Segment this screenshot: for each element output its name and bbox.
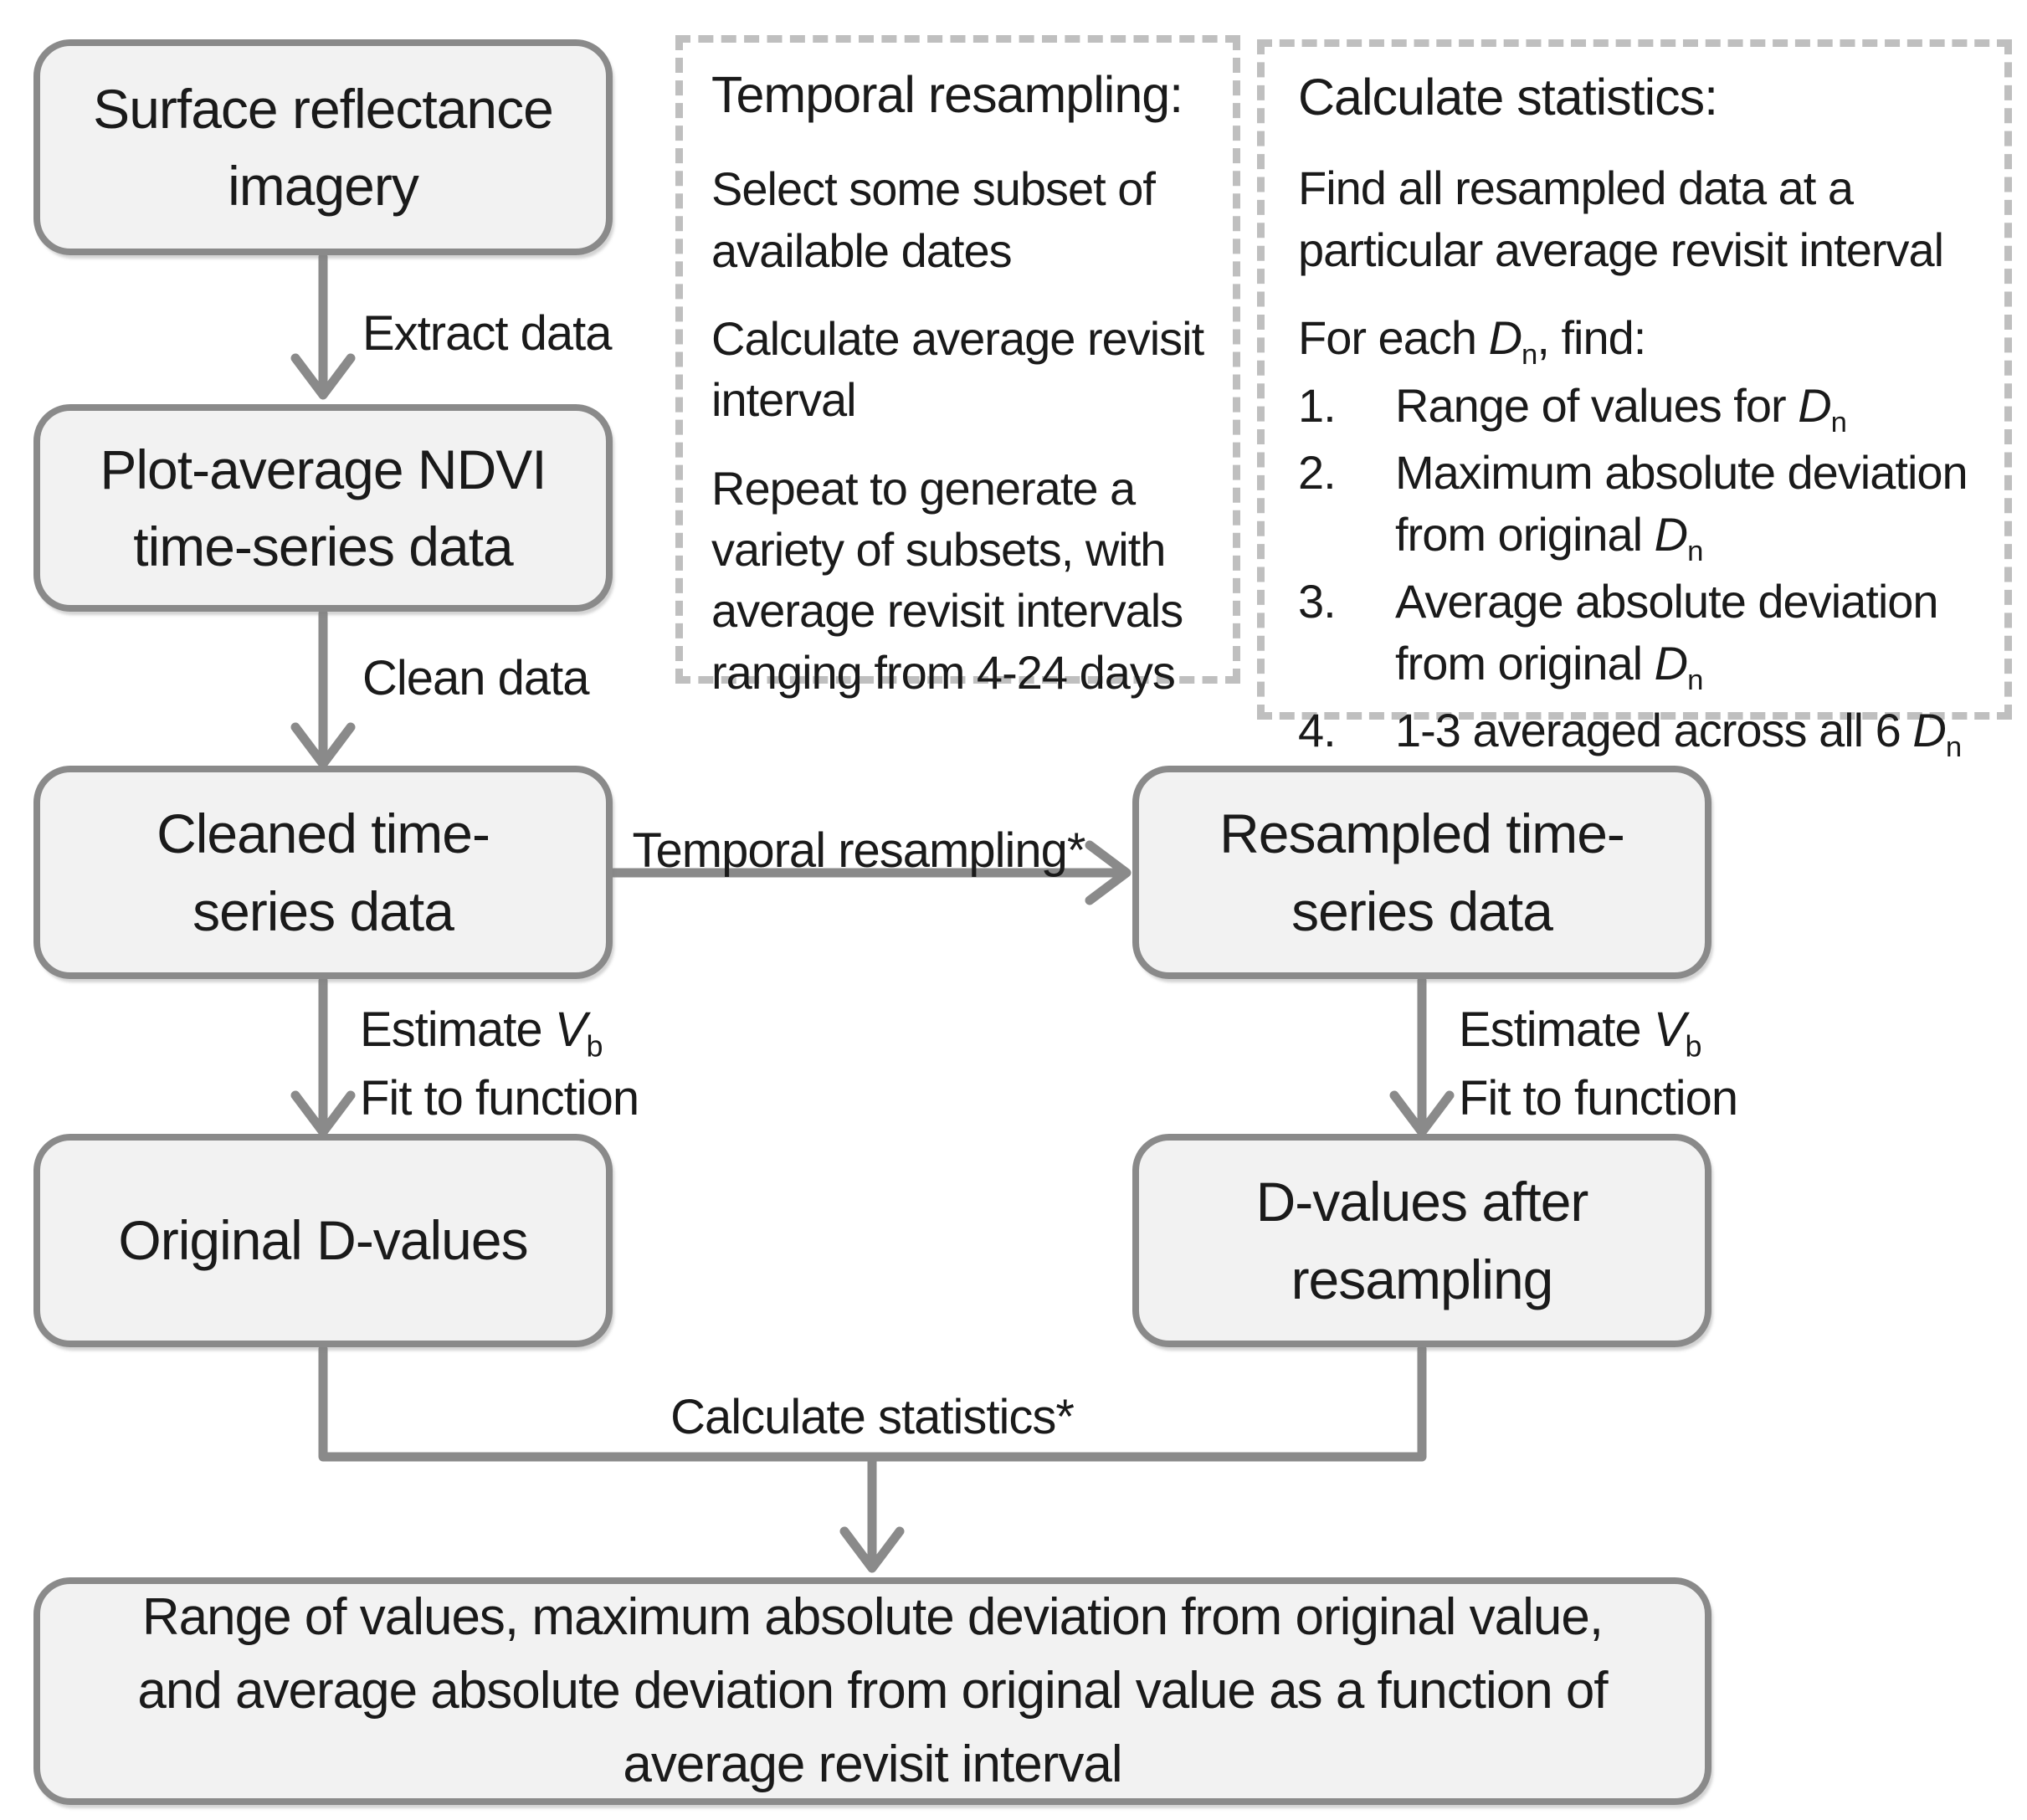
- panel-temporal-paragraph: Repeat to generate a variety of subsets,…: [711, 461, 1183, 699]
- arrow-estimate-left: [290, 976, 356, 1137]
- panel-stats-intro: Find all resampled data at a particular …: [1298, 161, 1944, 276]
- panel-stats-title: Calculate statistics:: [1298, 69, 1718, 126]
- panel-temporal-paragraph: Select some subset of available dates: [711, 162, 1156, 277]
- arrow-estimate-right: [1389, 976, 1455, 1137]
- node-cleaned-time-series: Cleaned time- series data: [33, 766, 613, 979]
- node-plot-average-ndvi: Plot-average NDVI time-series data: [33, 404, 613, 612]
- list-item: 2. Maximum absolute deviation from origi…: [1298, 442, 1998, 571]
- list-item: 4. 1-3 averaged across all 6 Dn: [1298, 700, 1998, 767]
- panel-calculate-statistics: Calculate statistics: Find all resampled…: [1257, 39, 2012, 764]
- list-item-number: 1.: [1298, 378, 1337, 432]
- list-item-text: Maximum absolute deviation from original…: [1395, 446, 1968, 567]
- node-result-statistics: Range of values, maximum absolute deviat…: [33, 1577, 1711, 1805]
- node-surface-reflectance-imagery: Surface reflectance imagery: [33, 39, 613, 255]
- edge-label-clean-data: Clean data: [362, 651, 590, 705]
- list-item-text: 1-3 averaged across all 6 Dn: [1395, 704, 1962, 764]
- edge-label-estimate-vb-left: Estimate Vb Fit to function: [360, 1002, 639, 1126]
- panel-temporal-title: Temporal resampling:: [711, 66, 1183, 123]
- list-item-number: 2.: [1298, 446, 1337, 500]
- edge-label-extract-data: Extract data: [362, 306, 612, 361]
- node-resampled-time-series: Resampled time- series data: [1132, 766, 1711, 979]
- node-original-d-values: Original D-values: [33, 1134, 613, 1347]
- list-item-text: Average absolute deviation from original…: [1395, 575, 1939, 696]
- edge-label-estimate-vb-right: Estimate Vb Fit to function: [1459, 1002, 1738, 1126]
- list-item-text: Range of values for Dn: [1395, 378, 1847, 438]
- panel-temporal-resampling: Temporal resampling: Select some subset …: [675, 35, 1240, 699]
- panel-stats-list: 1. Range of values for Dn 2. Maximum abs…: [1298, 375, 1998, 767]
- node-d-values-after-resampling: D-values after resampling: [1132, 1134, 1711, 1347]
- arrow-extract-data: [290, 252, 356, 400]
- list-item-number: 3.: [1298, 575, 1337, 628]
- panel-stats-foreach: For each Dn, find:: [1298, 310, 1646, 372]
- arrow-clean-data: [290, 608, 356, 769]
- arrow-calculate-statistics: [839, 1452, 905, 1573]
- edge-label-temporal-resampling: Temporal resampling*: [632, 823, 1086, 878]
- list-item: 3. Average absolute deviation from origi…: [1298, 571, 1998, 700]
- list-item: 1. Range of values for Dn: [1298, 375, 1998, 443]
- list-item-number: 4.: [1298, 704, 1337, 757]
- panel-temporal-paragraph: Calculate average revisit interval: [711, 311, 1204, 427]
- edge-label-calculate-statistics: Calculate statistics*: [670, 1390, 1075, 1444]
- arrow-temporal-resampling: [608, 840, 1132, 905]
